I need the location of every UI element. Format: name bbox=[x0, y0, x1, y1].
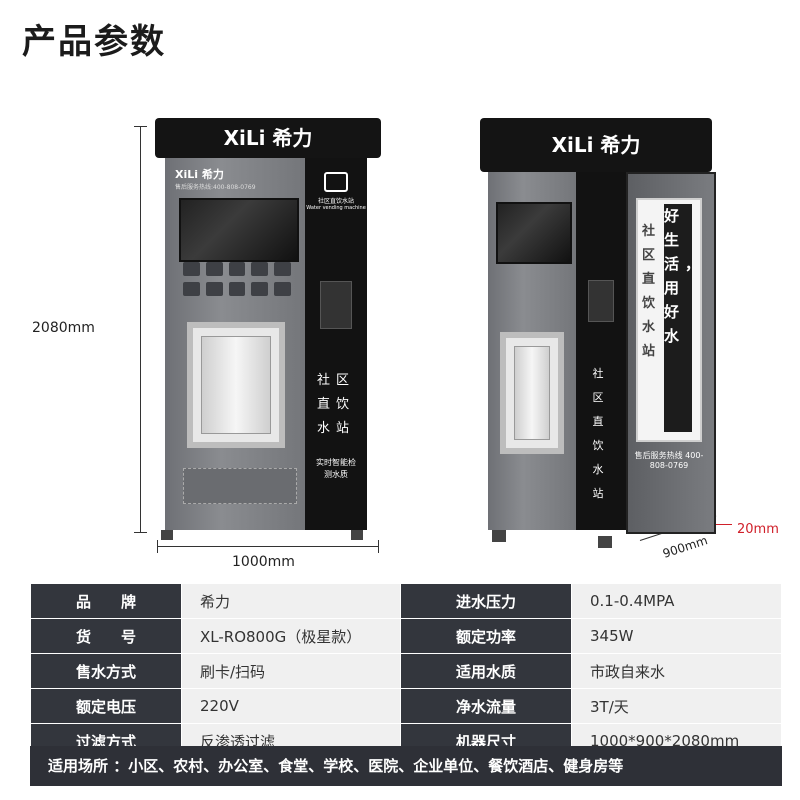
side-slogan-left: 社区直饮水站 bbox=[642, 224, 662, 359]
spec-key: 额定功率 bbox=[400, 618, 572, 654]
angled-front-body bbox=[488, 172, 576, 530]
front-display-screen bbox=[179, 198, 299, 262]
table-row: 货 号 XL-RO800G（极星款） 额定功率 345W bbox=[30, 618, 782, 654]
angled-card-reader bbox=[588, 280, 614, 322]
diamond-logo-icon bbox=[324, 172, 348, 192]
brand-tag-en: Water vending machine bbox=[306, 205, 366, 211]
front-machine-body: XiLi 希力 售后服务热线:400-808-0769 bbox=[165, 158, 305, 530]
panel-vertical-text: 社区直饮水站 bbox=[316, 373, 355, 436]
front-card-reader bbox=[320, 281, 352, 329]
spec-value: 220V bbox=[181, 688, 401, 724]
key bbox=[228, 282, 246, 296]
width-dimension-label: 1000mm bbox=[232, 554, 295, 570]
key bbox=[274, 282, 291, 296]
angled-machine: XiLi 希力 社区直饮水站 社区直饮水站 好生活，用好水 售后服务热线 400… bbox=[480, 118, 718, 550]
key bbox=[251, 262, 269, 276]
spec-key: 售水方式 bbox=[30, 653, 182, 689]
front-side-black-panel: 社区直饮水站 Water vending machine 社区直饮水站 实时智能… bbox=[305, 158, 367, 530]
spec-value: 3T/天 bbox=[571, 688, 782, 724]
foot-dimension-label: 20mm bbox=[737, 522, 779, 537]
angled-black-panel: 社区直饮水站 bbox=[576, 172, 626, 530]
front-base-grid bbox=[183, 468, 297, 504]
key bbox=[251, 282, 269, 296]
side-hotline: 售后服务热线 400-808-0769 bbox=[634, 451, 704, 470]
key bbox=[274, 262, 291, 276]
front-foot-left bbox=[161, 530, 173, 540]
angled-window-glass bbox=[514, 346, 550, 440]
side-slogan-right: 好生活，用好水 bbox=[664, 204, 700, 432]
page-title: 产品参数 bbox=[22, 22, 166, 62]
panel-logo: XiLi 希力 bbox=[175, 168, 224, 181]
smart-label: 实时智能检测水质 bbox=[316, 458, 356, 479]
table-row: 额定电压 220V 净水流量 3T/天 bbox=[30, 688, 782, 724]
table-row: 品 牌 希力 进水压力 0.1-0.4MPA bbox=[30, 583, 782, 619]
angled-roof-logo: XiLi 希力 bbox=[551, 133, 641, 157]
spec-key: 净水流量 bbox=[400, 688, 572, 724]
spec-key: 适用水质 bbox=[400, 653, 572, 689]
key bbox=[183, 262, 200, 276]
front-water-window bbox=[187, 322, 285, 448]
height-dimension-label: 2080mm bbox=[32, 320, 95, 336]
table-row: 售水方式 刷卡/扫码 适用水质 市政自来水 bbox=[30, 653, 782, 689]
key bbox=[183, 282, 200, 296]
key bbox=[205, 282, 223, 296]
width-dimension-cap-left bbox=[157, 540, 158, 553]
angled-foot-left bbox=[492, 530, 506, 542]
angled-machine-roof: XiLi 希力 bbox=[480, 118, 712, 172]
angled-water-window bbox=[500, 332, 564, 454]
front-foot-right bbox=[351, 530, 363, 540]
height-dimension-cap-top bbox=[134, 126, 147, 127]
width-dimension-line bbox=[157, 546, 379, 547]
usage-scenarios: 适用场所 ：小区、农村、办公室、食堂、学校、医院、企业单位、餐饮酒店、健身房等 bbox=[30, 746, 782, 786]
side-slogan-board: 社区直饮水站 好生活，用好水 bbox=[636, 198, 702, 442]
spec-value: 市政自来水 bbox=[571, 653, 782, 689]
spec-value: 0.1-0.4MPA bbox=[571, 583, 782, 619]
key bbox=[205, 262, 223, 276]
brand-tag: 社区直饮水站 bbox=[317, 198, 354, 205]
spec-value: XL-RO800G（极星款） bbox=[181, 618, 401, 654]
front-machine: XiLi 希力 XiLi 希力 售后服务热线:400-808-0769 社区直饮… bbox=[155, 118, 381, 542]
angled-display-screen bbox=[496, 202, 572, 264]
panel-hotline: 售后服务热线:400-808-0769 bbox=[175, 184, 256, 191]
width-dimension-cap-right bbox=[378, 540, 379, 553]
angled-side-panel: 社区直饮水站 好生活，用好水 售后服务热线 400-808-0769 bbox=[626, 172, 716, 534]
roof-logo: XiLi 希力 bbox=[223, 126, 313, 150]
spec-value: 希力 bbox=[181, 583, 401, 619]
spec-table: 品 牌 希力 进水压力 0.1-0.4MPA 货 号 XL-RO800G（极星款… bbox=[30, 583, 782, 759]
spec-key: 品 牌 bbox=[30, 583, 182, 619]
front-machine-roof: XiLi 希力 bbox=[155, 118, 381, 158]
spec-value: 刷卡/扫码 bbox=[181, 653, 401, 689]
height-dimension-line bbox=[140, 126, 141, 532]
spec-key: 进水压力 bbox=[400, 583, 572, 619]
angled-panel-text: 社区直饮水站 bbox=[592, 367, 610, 500]
angled-foot-right bbox=[598, 536, 612, 548]
water-window-glass bbox=[201, 336, 271, 434]
front-keypad bbox=[183, 262, 291, 296]
spec-key: 货 号 bbox=[30, 618, 182, 654]
spec-key: 额定电压 bbox=[30, 688, 182, 724]
spec-value: 345W bbox=[571, 618, 782, 654]
key bbox=[228, 262, 246, 276]
height-dimension-cap-bottom bbox=[134, 532, 147, 533]
